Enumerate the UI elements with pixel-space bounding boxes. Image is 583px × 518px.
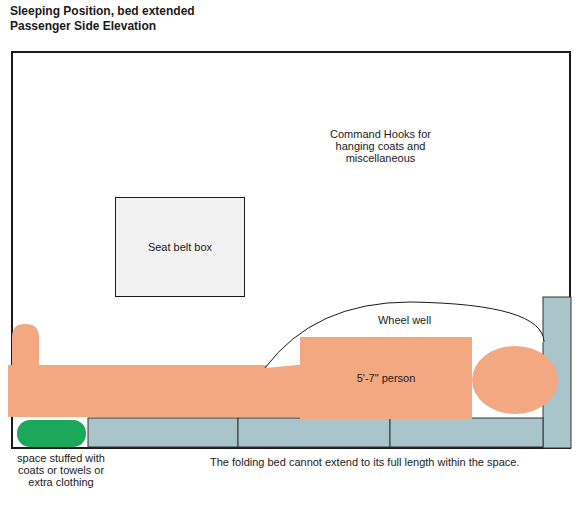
stuffed-space (17, 420, 86, 447)
person-head (472, 346, 558, 414)
seat-belt-box: Seat belt box (115, 197, 245, 297)
subtitle: Passenger Side Elevation (10, 19, 260, 33)
person-legs (8, 365, 304, 417)
van-interior-outline (12, 52, 570, 448)
bed-pad (238, 418, 390, 447)
folded-bed-end (543, 297, 571, 448)
wheel-well-text: Wheel well (378, 314, 431, 327)
bed-pad (390, 418, 543, 447)
diagram-title: Sleeping Position, bed extended (10, 4, 195, 18)
person-torso-text: 5'-7" person (357, 372, 416, 385)
person-foot (12, 324, 39, 372)
note-text: Command Hooks for hanging coats and misc… (318, 128, 443, 164)
note-text: The folding bed cannot extend to its ful… (210, 456, 575, 468)
note-text: space stuffed with coats or towels or ex… (17, 452, 105, 488)
person-torso: 5'-7" person (300, 337, 472, 419)
seat-belt-box-text: Seat belt box (148, 241, 212, 254)
bed-pad (88, 418, 238, 447)
